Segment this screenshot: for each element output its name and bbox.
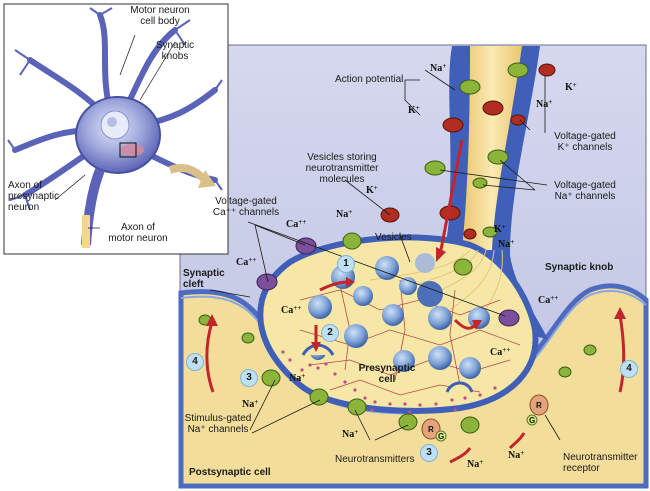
ca-channel [295, 237, 317, 255]
ca-channel [498, 309, 520, 327]
ion-ca: Ca++ [281, 304, 301, 316]
step-1: 1 [337, 255, 355, 273]
vesicle [468, 307, 490, 329]
vesicle [353, 286, 373, 306]
k-channel [463, 228, 477, 240]
ion-k: K+ [366, 184, 378, 196]
ion-na: Na+ [536, 98, 552, 110]
vesicle [415, 253, 435, 273]
ion-k: K+ [494, 223, 506, 235]
vesicle [393, 350, 415, 372]
na-channel [482, 226, 498, 238]
k-channel [442, 117, 464, 133]
label-synaptic-knob: Synaptic knob [545, 262, 614, 273]
k-channel [482, 100, 504, 116]
step-4: 4 [620, 360, 638, 378]
step-4: 4 [186, 353, 204, 371]
vesicle [428, 346, 452, 370]
vesicle [417, 281, 443, 307]
vesicle [375, 256, 399, 280]
k-channel [538, 63, 556, 77]
vesicle [399, 277, 417, 295]
ca-channel [256, 273, 278, 291]
vesicle [344, 324, 368, 348]
k-channel [510, 114, 526, 126]
axon-channels [342, 62, 556, 276]
leader-lines [209, 69, 561, 441]
ion-ca: Ca++ [286, 218, 306, 230]
vesicles [308, 253, 490, 379]
na-channel [487, 149, 509, 165]
ion-k: K+ [408, 104, 420, 116]
na-channel [424, 160, 446, 176]
label-neurotransmitters: Neurotransmitters [335, 454, 415, 465]
ca-channels [256, 237, 520, 327]
ion-ca: Ca++ [538, 294, 558, 306]
ion-na: Na+ [430, 62, 446, 74]
ion-k: K+ [565, 81, 577, 93]
step-3: 3 [240, 369, 258, 387]
ion-ca: Ca++ [236, 256, 256, 268]
receptor-r: R [428, 425, 434, 434]
ion-na: Na+ [336, 208, 352, 220]
inset-panel [3, 3, 229, 255]
receptor-r: R [536, 401, 542, 410]
ion-na: Na+ [342, 428, 358, 440]
ion-na: Na+ [508, 449, 524, 461]
ion-labels: Na+ K+ K+ Na+ K+ Na+ K+ Na+ Ca++ Ca++ Ca… [236, 62, 577, 470]
receptor-g: G [529, 416, 535, 425]
na-channel [453, 258, 473, 276]
ion-na: Na+ [289, 372, 305, 384]
na-channel [507, 62, 529, 78]
label-vesicles: Vesicles [375, 232, 412, 243]
stimulus-gated-channels [198, 314, 597, 434]
ion-na: Na+ [467, 458, 483, 470]
vesicle [428, 306, 452, 330]
receptor-g: G [438, 432, 444, 441]
na-channel [342, 232, 362, 250]
na-channel [472, 177, 488, 189]
ion-ca: Ca++ [490, 346, 510, 358]
ion-na: Na+ [242, 398, 258, 410]
ion-na: Na+ [498, 238, 514, 250]
label-postsynaptic-cell: Postsynaptic cell [189, 467, 271, 478]
step-3: 3 [420, 444, 438, 462]
vesicle [308, 295, 332, 319]
vesicle [382, 304, 404, 326]
na-channel [459, 79, 481, 95]
vesicle [459, 357, 481, 379]
label-action-potential: Action potential [335, 74, 404, 85]
neurotransmitter-molecules [281, 350, 497, 414]
nt-receptors [421, 394, 549, 442]
step-2: 2 [321, 324, 339, 342]
main-panel: Na+ K+ K+ Na+ K+ Na+ K+ Na+ Ca++ Ca++ Ca… [178, 44, 649, 489]
